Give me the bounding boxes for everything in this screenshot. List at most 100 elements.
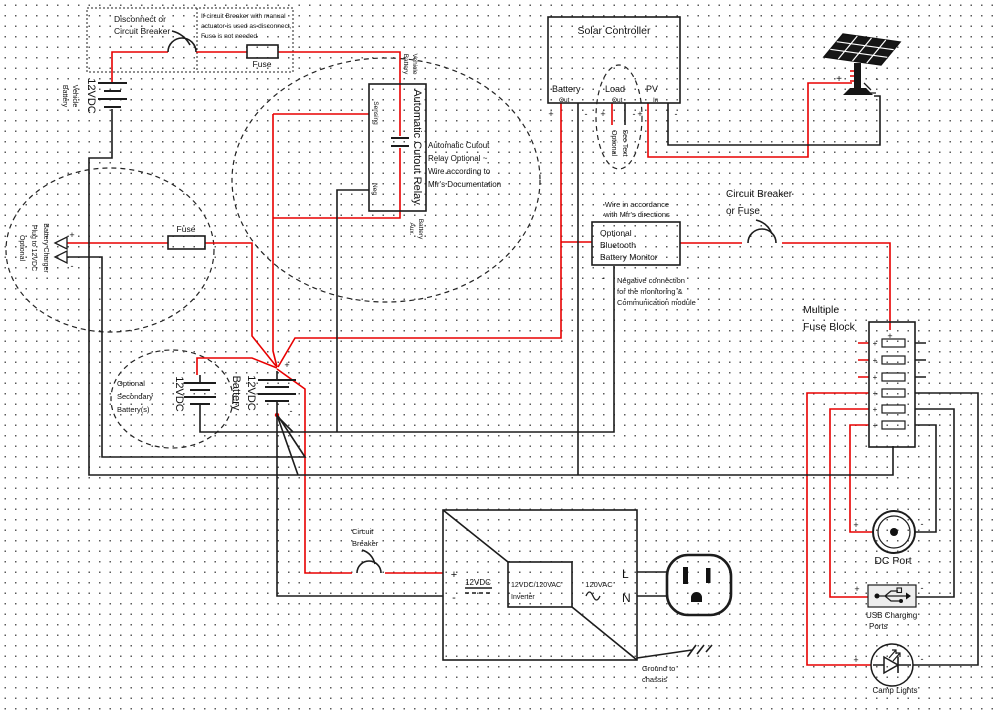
vehicle-battery-voltage: 12VDC [85,78,97,114]
controller-battery-out: Out [559,97,570,104]
monitor-note-below-3: Communication module [617,298,696,307]
inverter-inner-box [507,561,573,608]
controller-load-minus: - [633,109,636,119]
monitor-note-above-1: Wire in accordance [605,200,669,209]
disconnect-note-2: actuator is used as disconnect, [201,23,292,30]
relay-neg-label: Neg [371,183,378,195]
dc-port-label: DC Port [874,555,911,567]
dc-port-plus: + [853,520,858,530]
usb-icon [867,584,917,608]
monitor-line-3: Battery Monitor [600,252,658,262]
top-fuse-symbol [246,44,279,59]
battery-to-monitor-bus-link [276,415,294,433]
secondary-battery-label-2: Secondary [117,392,153,401]
usb-plus: + [854,584,859,594]
fuseblock-right-stubs [915,342,926,378]
inverter-breaker-label-2: Breaker [352,539,379,548]
inverter-dc-label: 12VDC [465,578,491,587]
panel-ground-arrow [863,82,876,94]
plug-positive-pin [53,235,68,251]
dc-port-minus: - [921,519,924,529]
fuse-row2-plus: + [873,356,878,365]
disconnect-breaker-symbol [167,30,197,53]
ac-sine-symbol [585,591,601,601]
plug-minus: - [71,261,74,271]
ground-label-1: Ground to [642,664,675,673]
relay-bottom-terminal-1: Aux. [408,222,415,235]
monitor-negative-mark: - [602,273,605,283]
fuse-row4-plus: + [873,389,878,398]
relay-note-4: Mfr's Documentation [428,180,501,189]
dc-port-negative-wire [915,424,937,533]
inverter-plus: + [451,569,457,581]
controller-title: Solar Controller [578,25,651,37]
secondary-battery-symbol [184,382,216,405]
fuse-row6-plus: + [873,421,878,430]
controller-pv-in: In [653,97,659,104]
fuse-block-fuses [881,338,906,430]
load-optional-1: Optional [610,130,617,157]
relay-box [368,83,427,212]
charger-label-1: Optional [18,235,25,262]
charger-label-2: Plug to 12VDC [30,225,37,271]
outlet-ground-hole [691,592,702,602]
fuse-row3-plus: + [873,373,878,382]
charger-fuse-symbol [167,235,206,250]
fuseblock-left-stubs [858,342,869,378]
inverter-breaker-symbol [356,549,382,574]
relay-aux-wire [273,211,401,219]
fuse-row1-plus: + [873,339,878,348]
camp-lights-label: Camp Lights [873,686,918,695]
usb-label-1: USB Charging [866,611,917,620]
monitor-note-below-1: Negative connection [617,276,685,285]
chassis-ground-hatches [687,644,713,657]
monitor-note-above-2: with Mfr's directions [603,210,670,219]
usb-minus: - [921,583,924,593]
panel-plus: + [836,74,842,85]
plug-negative-pin [53,249,68,265]
monitor-line-1: Optional [600,228,632,238]
controller-battery-label: Battery [552,84,581,94]
disconnect-note-box [86,7,294,73]
main-battery-plus: + [284,360,289,370]
component-symbols [53,16,917,687]
outlet-line-neutral-wires [637,571,667,597]
camp-minus: - [921,654,924,664]
main-battery-label: Battery [230,376,242,411]
relay-note-1: Automatic Cutout [428,141,490,150]
usb-negative-wire [915,408,955,598]
secondary-battery-label-3: Battery(s) [117,405,150,414]
negative-return-bus [88,109,894,476]
camp-lights-positive-wire [806,392,871,666]
controller-load-label: Load [605,84,625,94]
relay-note-3: Wire according to [428,167,491,176]
polarity-marks: + - + - + - + - + - + - + - + + + + + + … [69,74,923,665]
relay-bottom-terminal-2: Battery [417,219,424,240]
outlet-slot-left [683,567,688,584]
main-breaker-symbol [747,219,777,244]
dc-port-icon [872,510,916,554]
controller-pv-minus: - [675,109,678,119]
top-fuse-label: Fuse [253,59,272,69]
controller-load-plus: + [600,109,605,119]
relay-title: Automatic Cutout Relay [411,89,423,205]
main-battery-symbol [258,379,296,402]
outlet-slot-right [706,568,711,583]
fuse-block-label-2: Fuse Block [803,321,856,333]
relay-optional-ellipse [231,57,541,303]
inverter-negative-wire [276,415,443,597]
usb-positive-wire [829,408,870,598]
vehicle-battery-symbol [98,82,127,108]
vehicle-battery-positive-wire [111,51,401,84]
relay-note-2: Relay Optional ~ [428,154,488,163]
load-optional-ellipse [595,64,643,170]
load-optional-2: See Text [621,129,628,156]
pv-positive-wire [647,82,852,158]
charger-fuse-label: Fuse [177,224,196,234]
solar-panel-icon [822,33,902,95]
inverter-ac-label: 120VAC [585,580,613,589]
main-battery-minus: - [290,406,293,416]
inverter-title-1: 12VDC/120VAC [511,582,561,589]
battery-monitor-box [591,221,681,266]
